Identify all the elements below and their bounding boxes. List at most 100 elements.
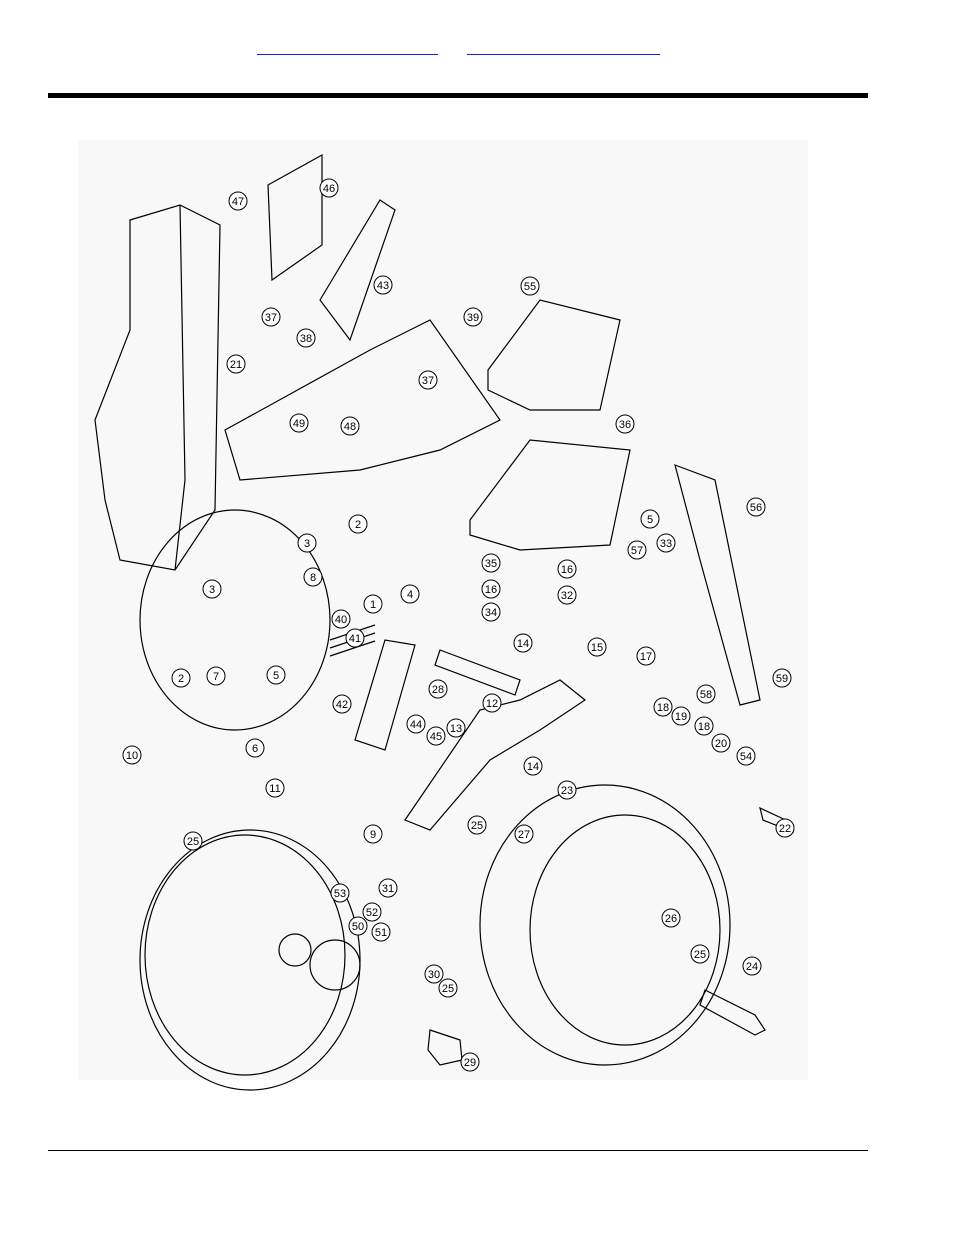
callout-label: 55 xyxy=(524,281,536,293)
link-28 xyxy=(354,639,416,751)
callout-label: 9 xyxy=(370,829,376,841)
callout-label: 42 xyxy=(336,699,348,711)
header-rule xyxy=(48,93,868,98)
callout-label: 52 xyxy=(366,907,378,919)
callout-label: 7 xyxy=(213,671,219,683)
callout-circle xyxy=(122,745,142,765)
callout-label: 46 xyxy=(323,183,335,195)
callout-circle xyxy=(746,497,766,517)
callout-label: 49 xyxy=(293,418,305,430)
gauge-wheel xyxy=(479,784,731,1066)
callout-label: 22 xyxy=(779,823,791,835)
callout-label: 25 xyxy=(694,949,706,961)
callout-circle xyxy=(775,818,795,838)
callout-circle xyxy=(467,815,487,835)
callout-circle xyxy=(615,414,635,434)
callout-circle xyxy=(428,679,448,699)
hub-50 xyxy=(309,939,361,991)
callout-label: 47 xyxy=(232,196,244,208)
callout-circle xyxy=(523,756,543,776)
callout-circle xyxy=(438,978,458,998)
callout-circle xyxy=(362,902,382,922)
callout-label: 43 xyxy=(377,280,389,292)
callout-circle xyxy=(332,694,352,714)
callout-circle xyxy=(557,780,577,800)
callout-circle xyxy=(319,178,339,198)
callout-circle xyxy=(400,584,420,604)
callout-label: 19 xyxy=(675,711,687,723)
callout-label: 14 xyxy=(527,761,539,773)
callout-label: 50 xyxy=(352,921,364,933)
callout-circle xyxy=(694,716,714,736)
callout-label: 29 xyxy=(464,1057,476,1069)
callout-label: 2 xyxy=(178,673,184,685)
callout-label: 20 xyxy=(715,738,727,750)
callout-circle xyxy=(557,585,577,605)
callout-circle xyxy=(481,579,501,599)
callout-label: 59 xyxy=(776,673,788,685)
callout-circle xyxy=(627,540,647,560)
callout-circle xyxy=(297,533,317,553)
callout-circle xyxy=(340,416,360,436)
callout-circle xyxy=(371,922,391,942)
nav-link-previous[interactable] xyxy=(257,40,438,55)
callout-circle xyxy=(557,559,577,579)
callout-label: 5 xyxy=(647,514,653,526)
callout-label: 25 xyxy=(442,983,454,995)
callout-circle xyxy=(426,726,446,746)
nav-link-next[interactable] xyxy=(467,40,660,55)
handle-43 xyxy=(319,199,396,342)
callout-circle xyxy=(736,746,756,766)
frame-shank-side xyxy=(174,204,186,571)
callout-label: 37 xyxy=(265,312,277,324)
callout-label: 27 xyxy=(518,829,530,841)
callout-label: 34 xyxy=(485,607,497,619)
diagram-background xyxy=(78,140,808,1080)
callout-label: 45 xyxy=(430,731,442,743)
callout-label: 5 xyxy=(273,670,279,682)
callout-circle xyxy=(482,693,502,713)
callout-label: 56 xyxy=(750,502,762,514)
callout-circle xyxy=(348,514,368,534)
callout-label: 53 xyxy=(334,888,346,900)
callout-label: 12 xyxy=(486,698,498,710)
callout-circle xyxy=(742,956,762,976)
callout-circle xyxy=(636,646,656,666)
callout-circle xyxy=(330,883,350,903)
callout-circle xyxy=(460,1052,480,1072)
callout-circle xyxy=(345,628,365,648)
callout-circle xyxy=(406,714,426,734)
callout-circle xyxy=(378,878,398,898)
callout-label: 35 xyxy=(485,558,497,570)
callout-circle xyxy=(373,275,393,295)
part-outlines xyxy=(94,153,794,1091)
frame-shank xyxy=(94,204,221,571)
callout-circle xyxy=(463,307,483,327)
callout-label: 39 xyxy=(467,312,479,324)
callout-label: 23 xyxy=(561,785,573,797)
callout-label: 40 xyxy=(335,614,347,626)
callout-label: 3 xyxy=(304,538,310,550)
callout-circle xyxy=(303,567,323,587)
callout-circle xyxy=(331,609,351,629)
callout-circle xyxy=(245,738,265,758)
callout-label: 14 xyxy=(517,638,529,650)
callout-label: 33 xyxy=(660,538,672,550)
callout-label: 1 xyxy=(370,599,376,611)
callout-circle xyxy=(690,944,710,964)
callout-circle xyxy=(296,328,316,348)
callout-label: 51 xyxy=(375,927,387,939)
callout-circle xyxy=(481,553,501,573)
callout-label: 21 xyxy=(230,359,242,371)
callout-label: 31 xyxy=(382,883,394,895)
callout-label: 3 xyxy=(209,584,215,596)
callout-circle xyxy=(520,276,540,296)
nav-links xyxy=(0,40,954,60)
callout-circle xyxy=(711,733,731,753)
callout-circle xyxy=(671,706,691,726)
callout-circle xyxy=(656,533,676,553)
callout-circle xyxy=(446,718,466,738)
footer-rule xyxy=(48,1150,868,1151)
